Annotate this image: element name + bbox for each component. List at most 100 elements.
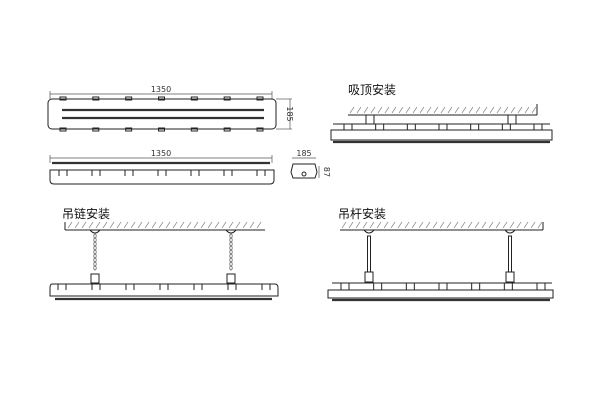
lamp-clip: [190, 169, 200, 176]
chain-link: [229, 245, 233, 251]
bottom-clip: [223, 127, 231, 132]
hatch-stroke: [461, 106, 467, 114]
chain-lamp-housing: [49, 283, 279, 297]
hatch-stroke: [369, 221, 375, 229]
ceiling-hatch: [67, 221, 262, 229]
hatch-stroke: [81, 221, 87, 229]
hatch-stroke: [495, 221, 501, 229]
rod-lamp-housing: [327, 289, 554, 299]
rod-mount-label: 吊杆安装: [338, 206, 386, 221]
hatch-stroke: [398, 106, 404, 114]
chain-link: [229, 257, 233, 263]
hatch-stroke: [425, 221, 431, 229]
top-clip: [256, 96, 264, 101]
hatch-stroke: [488, 221, 494, 229]
chain-link: [229, 237, 233, 243]
hatch-stroke: [453, 221, 459, 229]
top-clip: [125, 96, 133, 101]
hatch-stroke: [349, 106, 355, 114]
lamp-clip: [501, 123, 511, 130]
hatch-stroke: [341, 221, 347, 229]
hatch-stroke: [510, 106, 516, 114]
hatch-stroke: [88, 221, 94, 229]
hatch-stroke: [432, 221, 438, 229]
chain-mount-label: 吊链安装: [62, 206, 110, 221]
chain-link: [229, 233, 233, 239]
hatch-stroke: [158, 221, 164, 229]
hatch-stroke: [419, 106, 425, 114]
hatch-stroke: [67, 221, 73, 229]
hatch-stroke: [503, 106, 509, 114]
bottom-clip: [256, 127, 264, 132]
hatch-stroke: [440, 106, 446, 114]
bottom-clip: [190, 127, 198, 132]
hatch-stroke: [517, 106, 523, 114]
bottom-clip: [158, 127, 165, 132]
chain-mount-view: 吊链安装: [49, 206, 279, 301]
hatch-stroke: [377, 106, 383, 114]
hatch-stroke: [397, 221, 403, 229]
lamp-clip: [227, 283, 237, 290]
lamp-clip: [406, 123, 416, 130]
side-clips: [58, 169, 266, 176]
mount-bracket: [365, 114, 375, 125]
hatch-stroke: [530, 221, 536, 229]
hatch-stroke: [523, 221, 529, 229]
lamp-clip: [503, 282, 513, 290]
hatch-stroke: [418, 221, 424, 229]
lamp-clip: [91, 169, 101, 176]
lamp-clip: [193, 283, 203, 290]
mount-bracket: [507, 114, 517, 125]
ceiling-lamp-housing: [330, 129, 553, 141]
chain-link: [229, 241, 233, 247]
chain-link: [229, 261, 233, 267]
ceiling-clips: [343, 123, 543, 130]
lamp-clip: [125, 283, 135, 290]
lamp-clip: [261, 283, 271, 290]
hatch-stroke: [221, 221, 227, 229]
hatch-stroke: [235, 221, 241, 229]
rod-clips: [340, 282, 546, 290]
hatch-stroke: [370, 106, 376, 114]
chain-clips: [57, 283, 271, 290]
top-length-label: 1350: [151, 85, 171, 94]
lamp-clip: [58, 169, 68, 176]
ceiling-hook: [363, 229, 375, 234]
lamp-clip: [373, 282, 383, 290]
hatch-stroke: [207, 221, 213, 229]
hatch-stroke: [363, 106, 369, 114]
top-clip: [92, 96, 100, 101]
hatch-stroke: [95, 221, 101, 229]
chain-link: [229, 249, 233, 255]
lamp-clip: [340, 282, 350, 290]
hatch-stroke: [144, 221, 150, 229]
hatch-stroke: [214, 221, 220, 229]
ceiling-hook: [89, 229, 101, 234]
lamp-clip: [375, 123, 385, 130]
hatch-stroke: [391, 106, 397, 114]
hatch-stroke: [524, 106, 530, 114]
hatch-stroke: [405, 106, 411, 114]
end-screw: [301, 171, 307, 177]
hatch-stroke: [496, 106, 502, 114]
hatch-stroke: [165, 221, 171, 229]
lamp-clip: [533, 123, 543, 130]
hatch-stroke: [446, 221, 452, 229]
hatch-stroke: [467, 221, 473, 229]
hatch-stroke: [537, 221, 543, 229]
lamp-clip: [57, 283, 67, 290]
lamp-clip: [91, 283, 101, 290]
hatch-stroke: [116, 221, 122, 229]
hatch-stroke: [228, 221, 234, 229]
chains: [89, 229, 237, 284]
chain-link: [229, 265, 233, 271]
hatch-stroke: [102, 221, 108, 229]
chain-link: [93, 237, 97, 243]
suspension-rod: [508, 235, 512, 273]
hatch-stroke: [256, 221, 262, 229]
lamp-clip: [157, 169, 167, 176]
top-clip: [190, 96, 198, 101]
bottom-clip: [59, 127, 67, 132]
top-clip: [223, 96, 231, 101]
